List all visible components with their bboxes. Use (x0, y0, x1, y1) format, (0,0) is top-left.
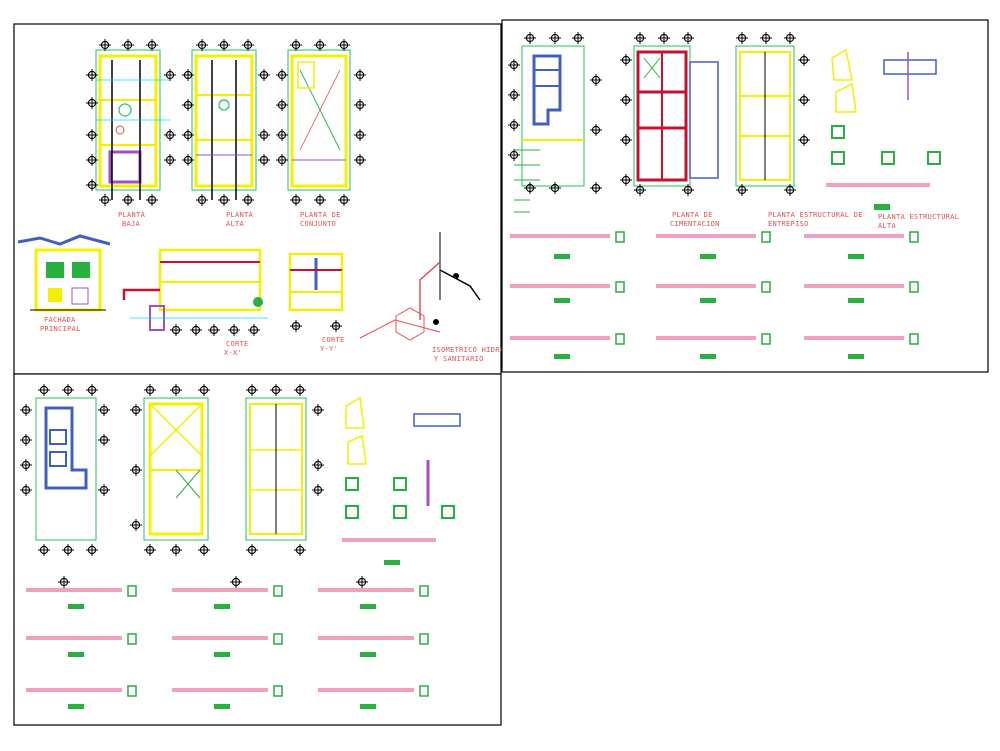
label-planta-baja-2: BAJA (122, 220, 141, 228)
beam-details-sheet-3 (26, 575, 429, 709)
plan-estructural-3 (245, 383, 325, 557)
section-corte-yy (288, 252, 344, 333)
label-corte-yy-2: Y-Y' (320, 345, 338, 353)
section-corte-xx (122, 248, 268, 337)
label-cimentacion-1: PLANTA DE (672, 211, 713, 219)
elevation-fachada (17, 234, 111, 312)
label-corte-xx-1: CORTE (226, 340, 249, 348)
label-planta-conjunto-2: CONJUNTO (300, 220, 336, 228)
label-fachada-2: PRINCIPAL (40, 325, 81, 333)
plan-planta-conjunto (287, 49, 351, 191)
label-planta-conjunto-1: PLANTA DE (300, 211, 341, 219)
sheet-1-border (13, 23, 502, 375)
plan-losa-azul-2 (19, 383, 111, 557)
label-entrepiso-1: PLANTA ESTRUCTURAL DE (768, 211, 863, 219)
label-alta-2: ALTA (878, 222, 897, 230)
label-planta-alta-1: PLANTA (226, 211, 254, 219)
label-isometrico-1: ISOMETRICO HIDRAULICO (432, 346, 527, 354)
plan-cimentacion (619, 31, 719, 197)
label-entrepiso-2: ENTREPISO (768, 220, 809, 228)
plan-planta-baja (95, 49, 170, 200)
sheet-1: PLANTA BAJA PLANTA ALTA (13, 23, 527, 375)
label-isometrico-2: Y SANITARIO (434, 355, 484, 363)
plan-estructural-entrepiso (735, 31, 811, 197)
label-planta-baja-1: PLANTA (118, 211, 146, 219)
label-fachada-1: FACHADA (44, 316, 76, 324)
plan-losa-azul (507, 31, 603, 213)
sheet-2: PLANTA DE CIMENTACION PLANTA ESTRUCTURAL… (501, 19, 989, 373)
structural-details-2 (342, 396, 461, 565)
sheet-3 (13, 373, 502, 726)
sheet-2-border (501, 19, 989, 373)
label-corte-xx-2: X-X' (224, 349, 242, 357)
label-cimentacion-2: CIMENTACION (670, 220, 720, 228)
structural-details (826, 48, 941, 210)
isometric-hidraulico (359, 232, 481, 341)
beam-details-sheet-2 (510, 231, 919, 359)
label-corte-yy-1: CORTE (322, 336, 345, 344)
plan-estructural-2 (129, 383, 211, 557)
label-alta-1: PLANTA ESTRUCTURAL (878, 213, 959, 221)
label-planta-alta-2: ALTA (226, 220, 245, 228)
